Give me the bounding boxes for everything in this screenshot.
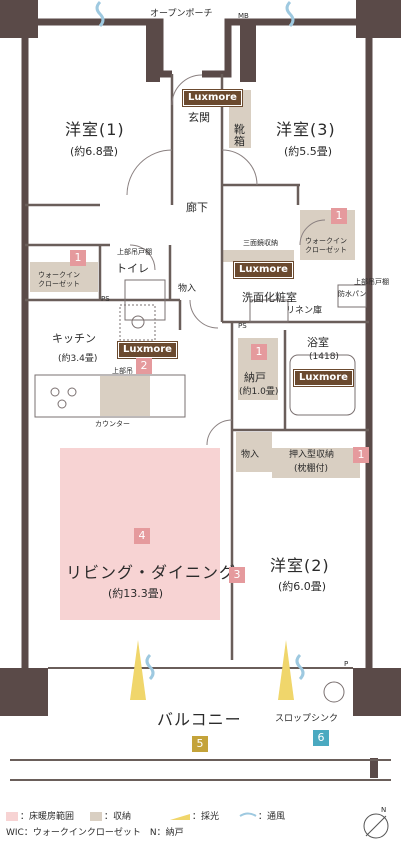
label-open-porch: オープンポーチ — [150, 9, 213, 19]
label-three-sided-storage: 三面鏡収納 — [243, 239, 278, 247]
label-push-storage: 押入型収納 — [289, 450, 335, 460]
label-corridor: 廊下 — [186, 201, 208, 214]
room1-name: 洋室(1) — [65, 120, 125, 139]
label-mb: MB — [238, 12, 249, 20]
label-bath-size: (1418) — [309, 352, 339, 362]
label-ps2: PS — [238, 322, 247, 330]
legend-floor-heating: ：床暖房範囲 — [20, 812, 75, 822]
living-size: (約13.3畳) — [108, 587, 164, 600]
living-name: リビング・ダイニング — [66, 563, 237, 582]
label-push-storage-sub: (枕棚付) — [294, 464, 329, 474]
legend-storage: ：収納 — [104, 812, 132, 822]
badge-2-kitchen: 2 — [136, 358, 152, 374]
label-nando-size: (約1.0畳) — [239, 387, 279, 397]
label-shoe-box: 靴箱 — [234, 123, 245, 149]
label-washer-pan: 防水パン — [338, 290, 367, 298]
label-wic-right: ウォークイン クローゼット — [305, 237, 347, 255]
badge-3: 3 — [229, 567, 245, 583]
storage-areas — [30, 90, 360, 478]
fixtures — [34, 279, 367, 703]
badge-1-push-storage: 1 — [353, 447, 369, 463]
badge-1-wic-right: 1 — [331, 208, 347, 224]
room1-size: (約6.8畳) — [70, 145, 119, 158]
legend-light: ：採光 — [192, 812, 220, 822]
label-balcony: バルコニー — [157, 710, 242, 729]
label-upper-cab-3: 上部吊 — [112, 367, 133, 375]
label-entrance: 玄関 — [188, 111, 210, 124]
columns — [0, 0, 401, 778]
badge-1-nando: 1 — [251, 344, 267, 360]
label-upper-cab-1: 上部吊戸棚 — [117, 248, 152, 256]
compass — [363, 813, 389, 839]
badge-5: 5 — [192, 736, 208, 752]
label-nando: 納戸 — [244, 371, 266, 384]
label-upper-cab-2: 上部吊戸棚 — [354, 278, 389, 286]
badge-4: 4 — [134, 528, 150, 544]
label-ps1: PS — [101, 295, 110, 303]
doors — [126, 74, 326, 446]
label-counter: カウンター — [95, 420, 130, 428]
legend-swatches — [6, 812, 257, 821]
label-p: P — [344, 660, 349, 668]
label-storage-b: 物入 — [241, 450, 260, 460]
luxmore-tag-washroom: Luxmore — [234, 262, 293, 278]
label-toilet: トイレ — [116, 262, 149, 275]
compass-north: N — [381, 806, 387, 814]
room3-name: 洋室(3) — [276, 120, 336, 139]
label-kitchen-size: (約3.4畳) — [58, 354, 98, 364]
room3-size: (約5.5畳) — [284, 145, 333, 158]
label-bath: 浴室 — [307, 336, 329, 349]
label-slop-sink: スロップシンク — [275, 714, 339, 724]
luxmore-tag-entrance: Luxmore — [183, 90, 242, 106]
label-storage-a: 物入 — [178, 284, 197, 294]
badge-1-wic-left: 1 — [70, 250, 86, 266]
luxmore-tag-kitchen: Luxmore — [118, 342, 177, 358]
label-wic-left: ウォークイン クローゼット — [38, 271, 80, 289]
legend-abbrev: WIC：ウォークインクローゼット N：納戸 — [6, 828, 184, 838]
label-linen: リネン庫 — [286, 306, 323, 316]
wind-marks — [95, 0, 305, 681]
room2-size: (約6.0畳) — [278, 580, 327, 593]
luxmore-tag-bath: Luxmore — [294, 370, 353, 386]
badge-6: 6 — [313, 730, 329, 746]
light-arrows — [130, 640, 294, 700]
room2-name: 洋室(2) — [270, 556, 330, 575]
label-kitchen: キッチン — [52, 332, 96, 345]
label-washroom: 洗面化粧室 — [242, 291, 297, 304]
legend-wind: ：通風 — [258, 812, 286, 822]
